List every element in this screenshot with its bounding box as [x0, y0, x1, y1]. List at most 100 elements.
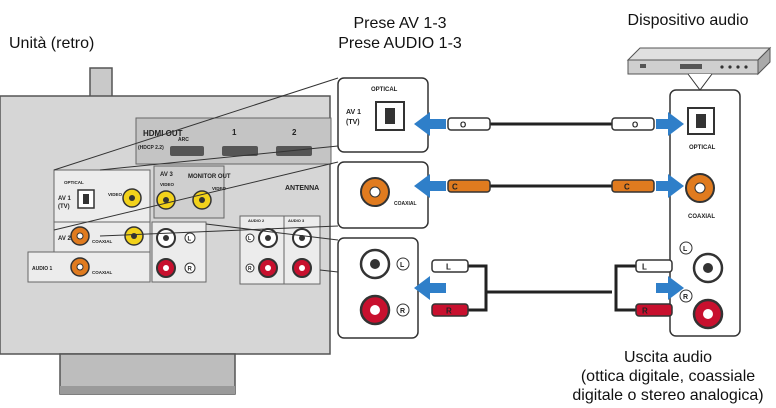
av2-left-badge — [184, 232, 196, 244]
coaxial-plug-left — [447, 179, 491, 193]
zoom-left-jack-pin — [370, 259, 380, 269]
arrow-analog-into-unit — [414, 276, 446, 300]
device-optical-label: OPTICAL — [689, 145, 716, 151]
optical-plug-right-letter: O — [632, 121, 638, 130]
av1-video-label: VIDEO — [108, 192, 123, 197]
zoom-right-badge — [396, 303, 410, 317]
zoom-coaxial-panel: COAXIAL — [337, 161, 429, 229]
arc-label: ARC — [178, 137, 189, 143]
av1-tv-label: (TV) — [58, 204, 70, 210]
arrow-optical-into-unit — [414, 112, 446, 136]
av2-left-letter: L — [188, 237, 192, 243]
device-button-2 — [728, 65, 732, 69]
zoom-optical-panel: OPTICAL AV 1 (TV) — [337, 77, 429, 153]
analog-cable: L R L R — [431, 259, 673, 317]
arrow-analog-out-of-device — [656, 276, 684, 300]
audio2-label: AUDIO 2 — [248, 218, 265, 223]
analog-plug-right-r — [635, 303, 673, 317]
unit-foot-shade — [60, 386, 235, 394]
audio-device-icon — [626, 46, 772, 91]
av1-video-jack-pin — [129, 195, 135, 201]
device-side — [757, 46, 771, 76]
device-right-letter: R — [683, 294, 688, 301]
coaxial-plug-left-letter: C — [452, 183, 458, 192]
unit-rear-panel: HDMI OUT (HDCP 2.2) ARC 1 2 AV 3 VIDEO M… — [0, 67, 332, 395]
device-left-badge — [679, 241, 693, 255]
analog-wire-left-side-r — [468, 292, 488, 312]
av2-right-jack-pin — [163, 265, 169, 271]
analog-wire-left-side-l — [468, 264, 612, 294]
audio2-left-letter: L — [248, 236, 251, 242]
callout-analog-top — [205, 223, 339, 241]
device-coaxial-label: COAXIAL — [688, 214, 715, 220]
optical-plug-right — [611, 117, 655, 131]
device-coaxial-jack-pin — [694, 182, 706, 194]
audio-device-label: Dispositivo audio — [627, 12, 749, 29]
audio1-label: AUDIO 1 — [32, 266, 53, 272]
audio3-right-jack-pin — [299, 265, 305, 271]
device-optical-port-hole — [696, 114, 706, 128]
zoom-analog-panel: L R — [337, 237, 419, 339]
analog-plug-left-l-letter: L — [446, 263, 451, 272]
av2-right-letter: R — [188, 267, 193, 273]
av2-coaxial-label: COAXIAL — [92, 239, 113, 244]
audio2-right-jack-pin — [265, 265, 271, 271]
audio3-left-jack-pin — [299, 235, 305, 241]
hdmi-1-label: 1 — [232, 128, 237, 137]
zoom-coaxial-label: COAXIAL — [394, 201, 417, 207]
hdmi-2-port — [276, 146, 312, 156]
analog-plug-right-l-letter: L — [642, 263, 647, 272]
ports-label-line1: Prese AV 1-3 — [353, 15, 447, 32]
av3-label: AV 3 — [160, 172, 174, 178]
hdmi-block — [135, 117, 332, 165]
analog-wire-right-side-l — [614, 264, 636, 292]
zoom-right-jack-pin — [370, 305, 380, 315]
device-panel: OPTICAL COAXIAL L R — [669, 89, 741, 337]
callout-optical-top — [53, 77, 339, 171]
device-button-3 — [736, 65, 740, 69]
device-led — [640, 64, 646, 68]
av2-coaxial-jack-pin — [76, 232, 84, 240]
optical-plug-left — [447, 117, 491, 131]
audio2-left-badge — [245, 233, 255, 243]
coaxial-plug-right — [611, 179, 655, 193]
callout-analog-bottom — [319, 269, 339, 273]
zoom-optical-label: OPTICAL — [371, 87, 398, 93]
antenna-label: ANTENNA — [285, 185, 319, 192]
analog-wire-right-side-r — [614, 292, 636, 312]
audio2-right-letter: R — [248, 266, 252, 272]
device-right-jack-pin — [703, 309, 713, 319]
coaxial-cable: C C — [447, 179, 655, 193]
zoom-left-letter: L — [400, 262, 405, 269]
coaxial-plug-right-letter: C — [624, 183, 630, 192]
arrow-optical-out-of-device — [656, 112, 684, 136]
av1-label: AV 1 — [58, 196, 72, 202]
callout-lines — [53, 77, 339, 273]
audio3-label: AUDIO 3 — [288, 218, 305, 223]
device-top — [626, 47, 772, 61]
unit-rear-label: Unità (retro) — [9, 35, 95, 52]
hdmi-2-label: 2 — [292, 128, 297, 137]
av2-video-jack-pin — [131, 233, 137, 239]
monitor-video-jack-pin — [199, 197, 205, 203]
analog-plug-left-r-letter: R — [446, 307, 452, 316]
zoom-right-letter: R — [400, 308, 405, 315]
analog-plug-left-l — [431, 259, 469, 273]
audio-output-line3: digitale o stereo analogica) — [572, 387, 764, 404]
arrow-coaxial-out-of-device — [656, 174, 684, 198]
hdmi-1-port — [222, 146, 258, 156]
device-display — [680, 64, 702, 69]
audio-output-line1: Uscita audio — [623, 349, 713, 366]
audio2-left-jack-pin — [265, 235, 271, 241]
device-left-letter: L — [683, 246, 688, 253]
zoom-tv-label: (TV) — [346, 119, 360, 126]
audio-output-label: Uscita audio (ottica digitale, coassiale… — [560, 348, 776, 405]
av1-optical-port-hole — [83, 194, 89, 204]
optical-plug-left-letter: O — [460, 121, 466, 130]
audio1-coaxial-jack-pin — [76, 263, 84, 271]
ports-label: Prese AV 1-3 Prese AUDIO 1-3 — [300, 14, 500, 54]
av3-video-label: VIDEO — [160, 182, 175, 187]
audio1-coaxial-label: COAXIAL — [92, 270, 113, 275]
hdcp-label: (HDCP 2.2) — [138, 145, 164, 151]
